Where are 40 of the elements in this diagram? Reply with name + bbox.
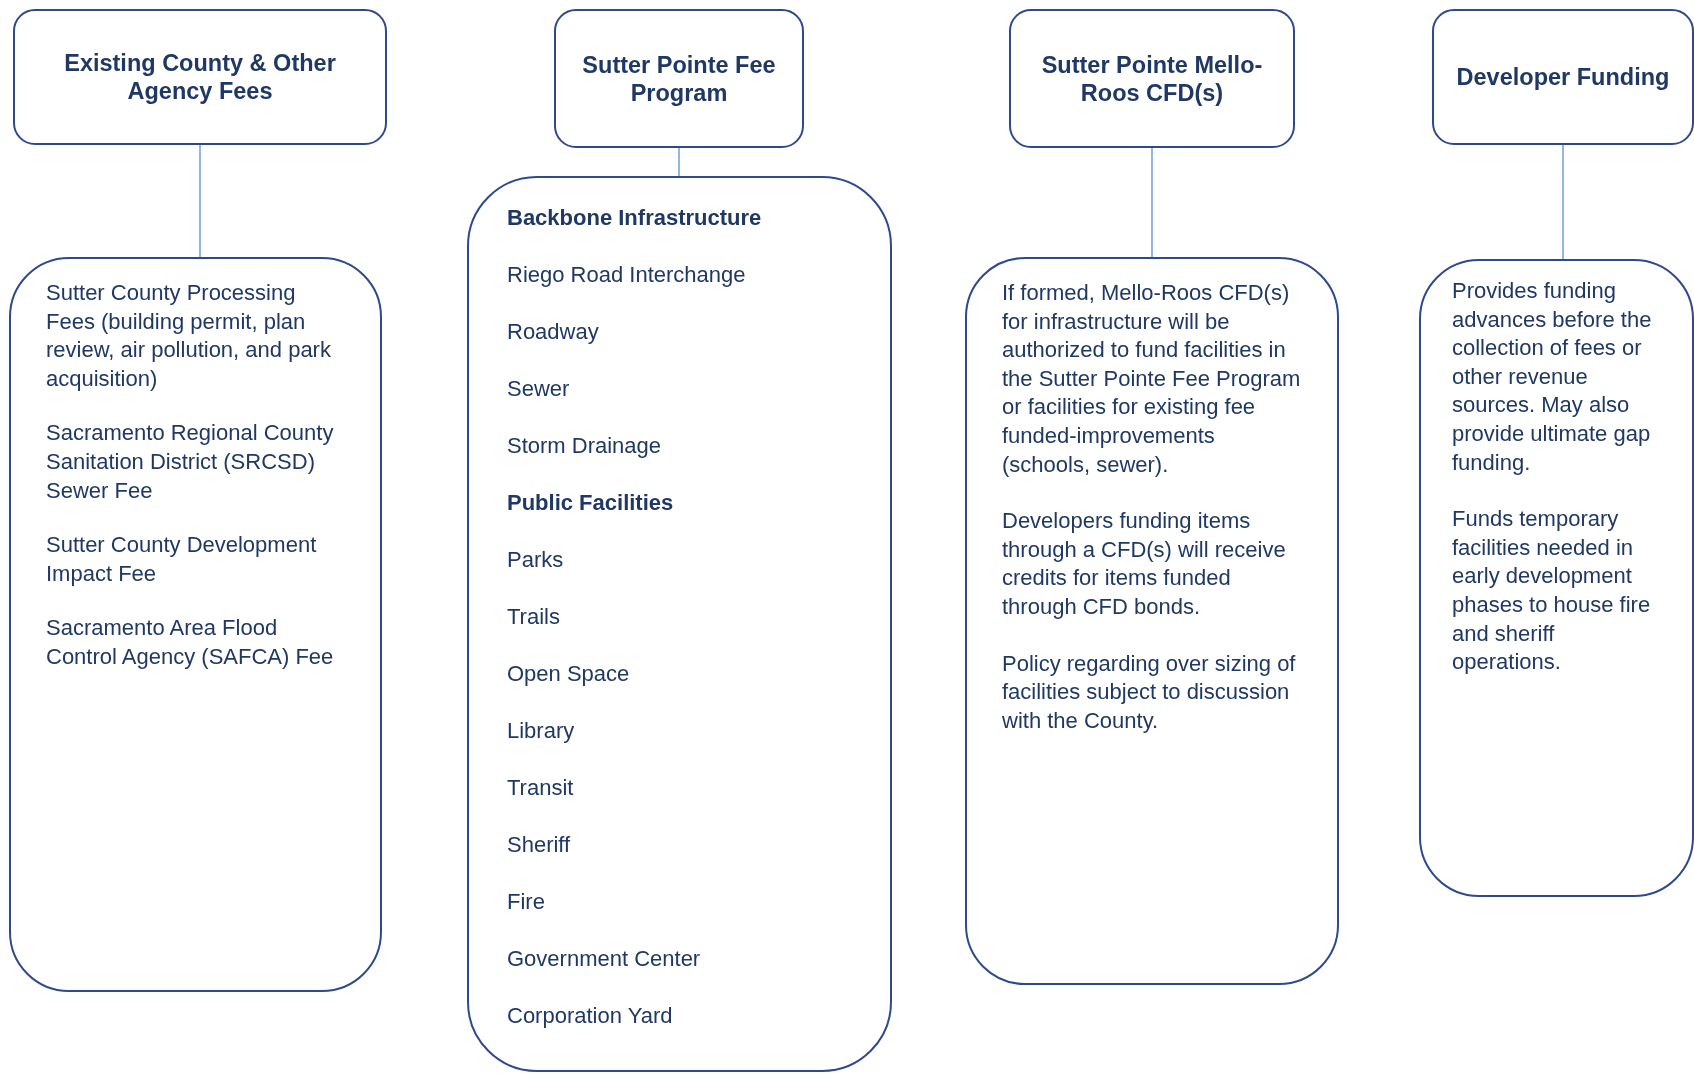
header-box — [1009, 9, 1295, 148]
header-box — [554, 9, 804, 148]
item-text: Provides funding advances before the collection of fees or other revenue sources. May also provide ultimate gap funding. — [1452, 277, 1653, 477]
item-text: Parks — [507, 546, 565, 574]
item-text: Sacramento Area Flood Control Agency (SAFCA) Fee — [46, 614, 335, 671]
item-text: Library — [507, 717, 576, 745]
item-text: Corporation Yard — [507, 1002, 674, 1030]
connector-line — [678, 147, 680, 177]
item-text: Sheriff — [507, 831, 572, 859]
item-text: Fire — [507, 888, 546, 916]
content-box — [9, 257, 382, 992]
item-text: Trails — [507, 603, 561, 631]
content-box — [1419, 259, 1694, 897]
item-text: Open Space — [507, 660, 631, 688]
item-text: Government Center — [507, 945, 702, 973]
item-text: Sewer — [507, 375, 571, 403]
connector-line — [1151, 147, 1153, 258]
content-box — [467, 176, 892, 1072]
item-text: Roadway — [507, 318, 600, 346]
item-text: Storm Drainage — [507, 432, 663, 460]
section-heading: Public Facilities — [507, 489, 675, 517]
header-box — [1432, 9, 1694, 145]
connector-line — [199, 144, 201, 258]
item-text: Developers funding items through a CFD(s) will receive credits for items funded through CFD bonds. — [1002, 507, 1287, 621]
header-title: Existing County & Other Agency Fees — [63, 49, 337, 105]
item-text: Sutter County Development Impact Fee — [46, 531, 318, 588]
item-text: Funds temporary facilities needed in early development phases to house fire and sheriff operations. — [1452, 505, 1652, 677]
connector-line — [1562, 144, 1564, 260]
header-box — [13, 9, 387, 145]
header-title: Sutter Pointe Mello-Roos CFD(s) — [1040, 50, 1264, 107]
item-text: If formed, Mello-Roos CFD(s) for infrastructure will be authorized to fund facilities in the Sutter Pointe Fee Program or facilities for existing fee funded-improvements (schools, sewer). — [1002, 279, 1302, 479]
item-text: Sacramento Regional County Sanitation District (SRCSD) Sewer Fee — [46, 419, 335, 505]
content-box — [965, 257, 1339, 985]
header-title: Sutter Pointe Fee Program — [581, 50, 777, 107]
item-text: Riego Road Interchange — [507, 261, 747, 289]
item-text: Policy regarding over sizing of facilities subject to discussion with the County. — [1002, 649, 1297, 735]
item-text: Sutter County Processing Fees (building permit, plan review, air pollution, and park acquisition) — [46, 279, 332, 393]
item-text: Transit — [507, 774, 575, 802]
header-title: Developer Funding — [1456, 63, 1670, 91]
section-heading: Backbone Infrastructure — [507, 204, 763, 232]
